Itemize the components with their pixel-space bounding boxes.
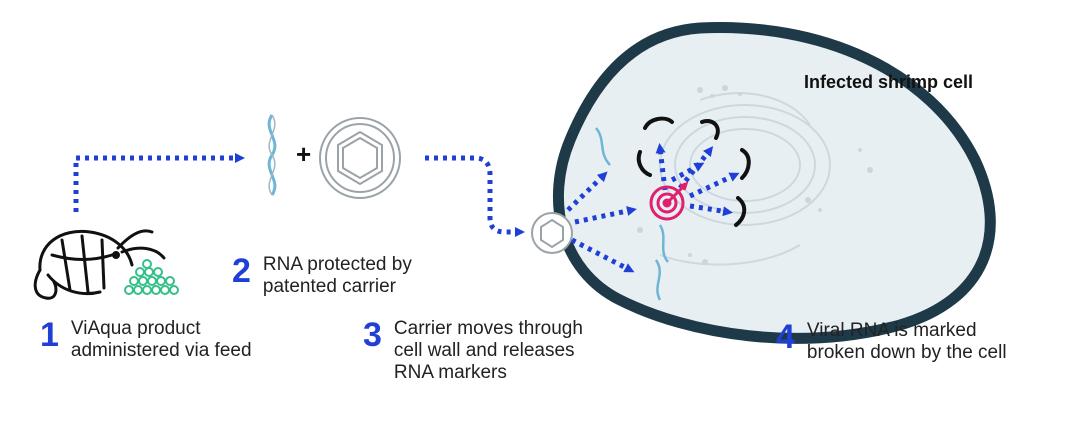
step-description: RNA protected by patented carrier (262, 254, 412, 297)
plus-sign: + (296, 139, 311, 169)
step-number: 2 (232, 252, 251, 290)
feed-pellets-icon (124, 259, 179, 295)
step-2: 2 RNA protected by patented carrier (232, 254, 412, 298)
organelle-dots (637, 85, 873, 265)
target-icon (649, 181, 689, 221)
step-3: 3 Carrier moves through cell wall and re… (363, 318, 583, 384)
release-arrows (566, 171, 637, 273)
carrier-capsule-icon (319, 117, 401, 199)
step-1: 1 ViAqua product administered via feed (40, 318, 252, 362)
arrow-feed-to-rna (73, 153, 245, 212)
step-description: ViAqua product administered via feed (70, 318, 252, 361)
step-number: 1 (40, 316, 59, 354)
rna-strand-icon (267, 114, 277, 196)
rna-markers (594, 127, 670, 301)
step-description: Viral RNA is marked broken down by the c… (806, 320, 1007, 363)
arrow-carrier-to-cell (425, 155, 525, 237)
carrier-at-cell-wall (531, 212, 573, 254)
step-number: 4 (776, 318, 795, 356)
step-number: 3 (363, 316, 382, 354)
cell-title: Infected shrimp cell (804, 72, 974, 92)
step-description: Carrier moves through cell wall and rele… (393, 318, 583, 383)
step-4: 4 Viral RNA is marked broken down by the… (776, 320, 1007, 364)
target-arrows (655, 143, 740, 217)
viral-rna (636, 116, 751, 227)
shrimp-icon (33, 229, 166, 300)
